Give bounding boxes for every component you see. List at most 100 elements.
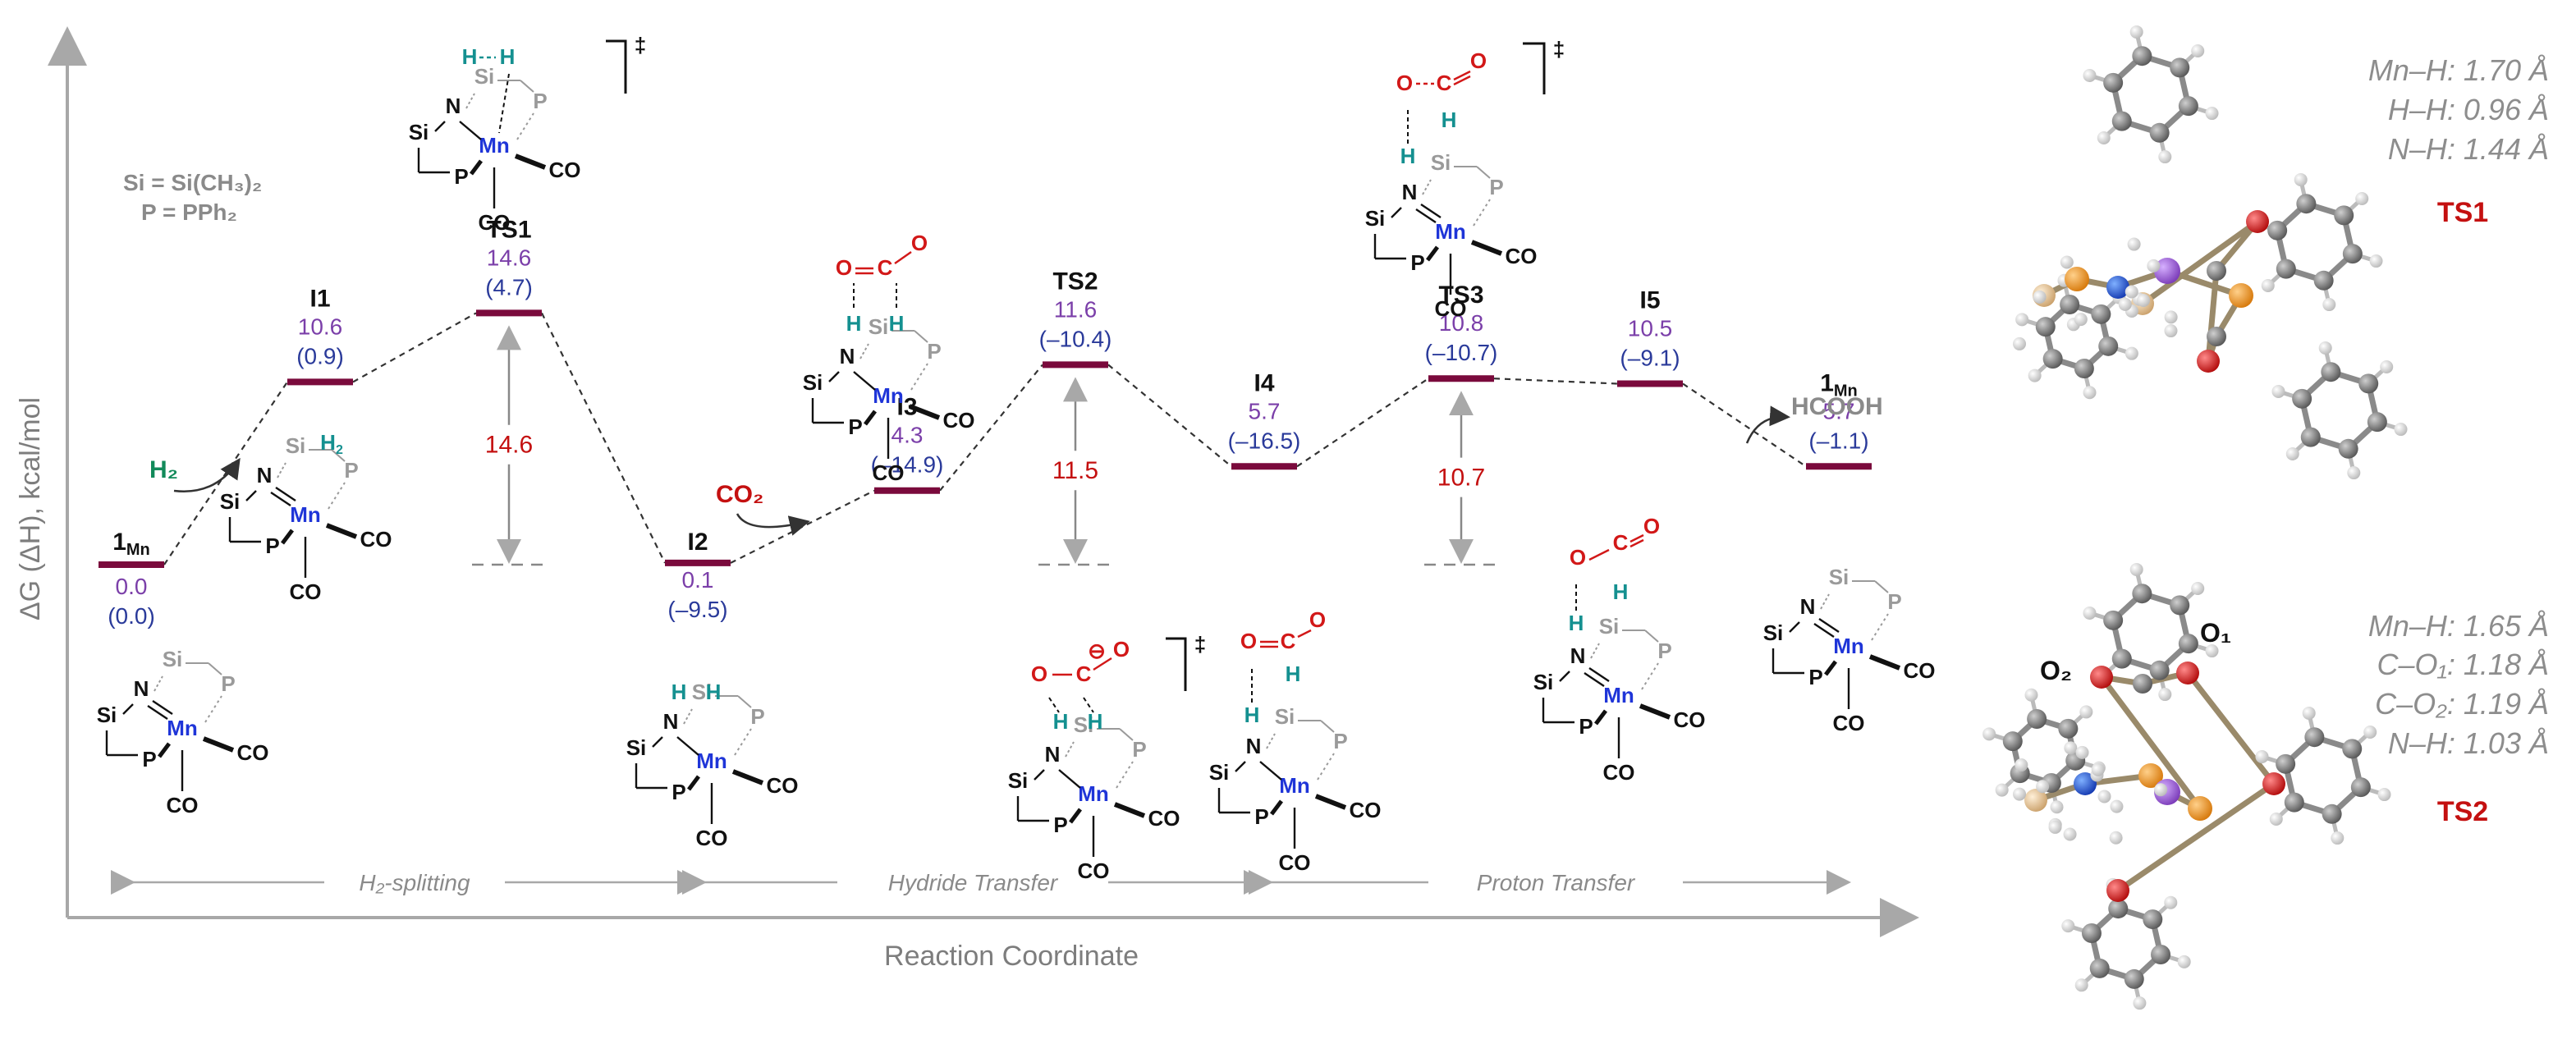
atom-ball [2246,210,2269,233]
energy-level: I20.1(–9.5) [665,529,731,622]
atom-label: Si [163,647,183,671]
level-name: TS1 [486,216,531,243]
atom-label: P [1132,737,1146,762]
phase-brackets: H₂-splitting Hydride Transfer Proton Tra… [111,870,1851,895]
atom-label: Si [1209,760,1230,785]
atom-label: C [1613,530,1629,555]
energy-levels: 1Mn0.0(0.0)I110.6(0.9)TS114.6(4.7)I20.1(… [99,216,1872,629]
atom-label: CO [873,460,905,485]
atom-label: O [911,231,928,255]
phase-label: H₂-splitting [359,870,470,895]
ts2-dist-3: C–O₂: 1.19 Å [2375,687,2549,721]
atom-ball [2103,72,2124,93]
atom-ball [2302,706,2316,720]
ts2-atom-o2: O₂ [2040,656,2072,685]
ts-models [1982,25,2408,1010]
atom-ball [2342,244,2363,264]
atom-ball [2125,285,2138,299]
level-dh: (0.0) [108,603,155,629]
energy-level: I45.7(–16.5) [1228,369,1300,470]
atom-label: O [1470,48,1487,73]
barrier: 14.6 [472,325,546,566]
atom-label: N [1045,742,1061,767]
ts-ball-stick-model [1982,562,2391,1010]
atom-label: Si [869,314,889,339]
atom-label: H2 [320,430,343,457]
atom-ball [2322,803,2342,824]
atom-label: P [1579,714,1593,739]
level-dg: 5.7 [1249,398,1281,423]
level-dg: 10.6 [298,314,343,339]
atom-ball [2300,427,2321,447]
connector-line [352,312,477,383]
atom-label: H [846,311,862,336]
atom-label: P [848,414,862,439]
level-name: 1Mn [112,529,150,559]
phase-hydride-transfer: Hydride Transfer [682,870,1268,895]
atom-label: O [1031,662,1047,686]
atom-ball [2060,255,2074,269]
atom-ball [2205,107,2219,121]
atom-ball [2191,43,2205,57]
atom-ball [2377,788,2391,802]
atom-label: Si [1431,150,1451,175]
atom-ball [2304,727,2325,748]
atom-ball [2154,258,2180,284]
atom-ball [2358,373,2379,394]
atom-ball [2149,660,2170,680]
atom-ball [2061,919,2075,933]
atom-label: P [1254,804,1268,829]
atom-ball [2111,648,2132,669]
atom-ball [2255,749,2269,763]
connector-line [1493,378,1618,385]
ts2-title: TS2 [2437,796,2488,827]
atom-label: ‡ [1553,37,1565,62]
atom-ball [2024,688,2038,702]
atom-label: P [927,339,941,364]
structure-sketches: SiNSiPMnPCOCOSiNSiPMnPCOCOH2SiNSiPMnPCOC… [97,33,1936,883]
atom-ball [2035,317,2056,337]
atom-ball [2331,831,2345,845]
atom-ball [2118,297,2132,311]
atom-label: CO [696,826,728,850]
atom-label: Mn [696,749,727,773]
atom-ball [2097,790,2111,803]
atom-label: Si [1829,565,1849,589]
atom-label: O [1570,545,1586,570]
level-name: I4 [1254,369,1274,396]
reagent-co2-arrow [736,513,810,536]
atom-label: CO [1078,858,1110,883]
barrier-value: 11.5 [1052,457,1098,484]
atom-label: CO [1674,707,1706,732]
ts2-info: Mn–H: 1.65 Å C–O₁: 1.18 Å C–O₂: 1.19 Å N… [2040,609,2549,827]
atom-ball [2294,172,2308,186]
level-name: I2 [687,529,708,556]
ts2-atom-o1: O₁ [2200,618,2231,648]
reagent-co2: CO₂ [716,481,810,536]
atom-label: H [1286,662,1301,686]
atom-label: H [1442,108,1457,132]
atom-ball [2124,968,2144,989]
atom-label: CO [549,158,581,182]
atom-label: Si [220,489,241,514]
reagent-co2-label: CO₂ [716,481,763,508]
level-name: I5 [1639,287,1660,314]
atom-ball [2350,777,2371,798]
atom-ball [2267,220,2288,240]
level-dg: 0.0 [116,574,148,599]
atom-ball [2207,327,2226,346]
atom-ball [2109,831,2123,845]
atom-ball [2108,899,2129,919]
atom-label: CO [1148,806,1180,831]
atom-ball [2129,25,2143,39]
atom-label: H [1569,611,1584,635]
atom-label: Si [1599,614,1620,639]
atom-label: CO [479,210,511,235]
atom-ball [2151,945,2171,965]
atom-label: Mn [290,502,321,527]
